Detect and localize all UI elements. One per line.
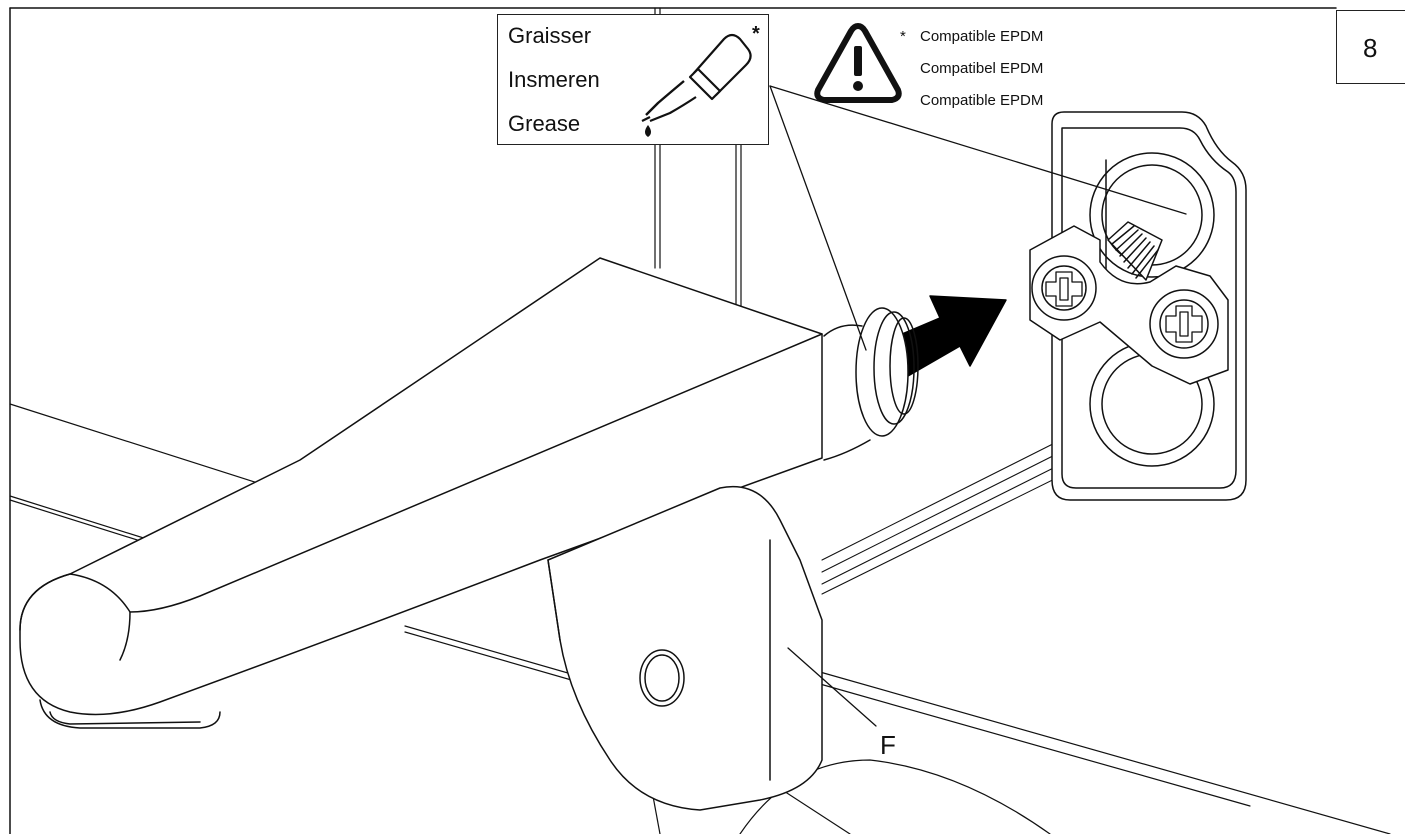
grease-label-en: Grease	[508, 111, 581, 136]
faucet-spout	[19, 257, 823, 729]
grease-label-nl: Insmeren	[508, 67, 600, 92]
note-line-nl: Compatibel EPDM	[920, 60, 1044, 77]
grease-bottle-icon	[641, 33, 752, 137]
grease-label-fr: Graisser	[508, 23, 592, 48]
note-line-fr: Compatible EPDM	[920, 28, 1044, 45]
faucet-body	[547, 486, 823, 811]
leader-lines	[769, 85, 1187, 727]
grease-asterisk: *	[752, 23, 760, 45]
note-asterisk: *	[900, 28, 906, 45]
connection-nut	[823, 307, 919, 461]
warning-triangle-icon	[814, 23, 902, 103]
step-number-box: 8	[1336, 10, 1405, 84]
frame-lines	[9, 7, 1337, 834]
cross-screw-right	[1165, 305, 1203, 343]
cross-screw-left	[1045, 271, 1083, 307]
part-label-f: F	[880, 730, 896, 760]
threaded-stud	[1107, 221, 1163, 281]
eccentric-bracket	[1029, 225, 1229, 385]
grease-instruction-panel: Graisser Insmeren Grease *	[497, 14, 769, 145]
step-number: 8	[1363, 33, 1378, 63]
note-line-en: Compatible EPDM	[920, 92, 1044, 109]
